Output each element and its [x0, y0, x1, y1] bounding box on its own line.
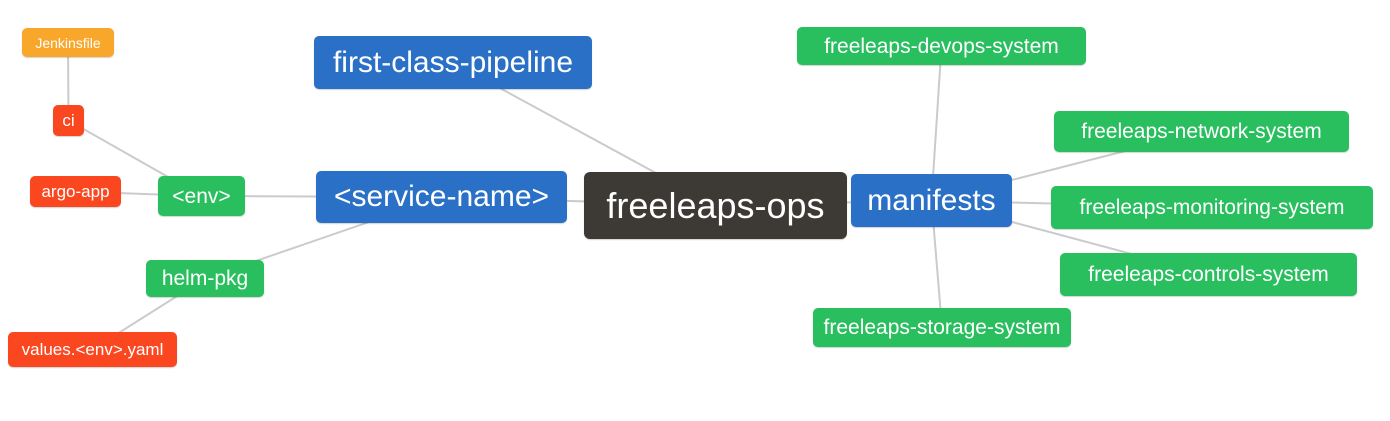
- node-freeleaps-controls-system[interactable]: freeleaps-controls-system: [1060, 253, 1357, 296]
- node-env[interactable]: <env>: [158, 176, 245, 216]
- node-freeleaps-storage-system[interactable]: freeleaps-storage-system: [813, 308, 1071, 347]
- node-freeleaps-ops[interactable]: freeleaps-ops: [584, 172, 847, 239]
- node-values-env-yaml[interactable]: values.<env>.yaml: [8, 332, 177, 367]
- node-ci[interactable]: ci: [53, 105, 84, 136]
- node-argo-app[interactable]: argo-app: [30, 176, 121, 207]
- node-helm-pkg[interactable]: helm-pkg: [146, 260, 264, 297]
- node-freeleaps-monitoring-system[interactable]: freeleaps-monitoring-system: [1051, 186, 1373, 229]
- node-manifests[interactable]: manifests: [851, 174, 1012, 227]
- node-service-name[interactable]: <service-name>: [316, 171, 567, 223]
- node-freeleaps-devops-system[interactable]: freeleaps-devops-system: [797, 27, 1086, 65]
- node-jenkinsfile[interactable]: Jenkinsfile: [22, 28, 114, 57]
- node-first-class-pipeline[interactable]: first-class-pipeline: [314, 36, 592, 89]
- node-freeleaps-network-system[interactable]: freeleaps-network-system: [1054, 111, 1349, 152]
